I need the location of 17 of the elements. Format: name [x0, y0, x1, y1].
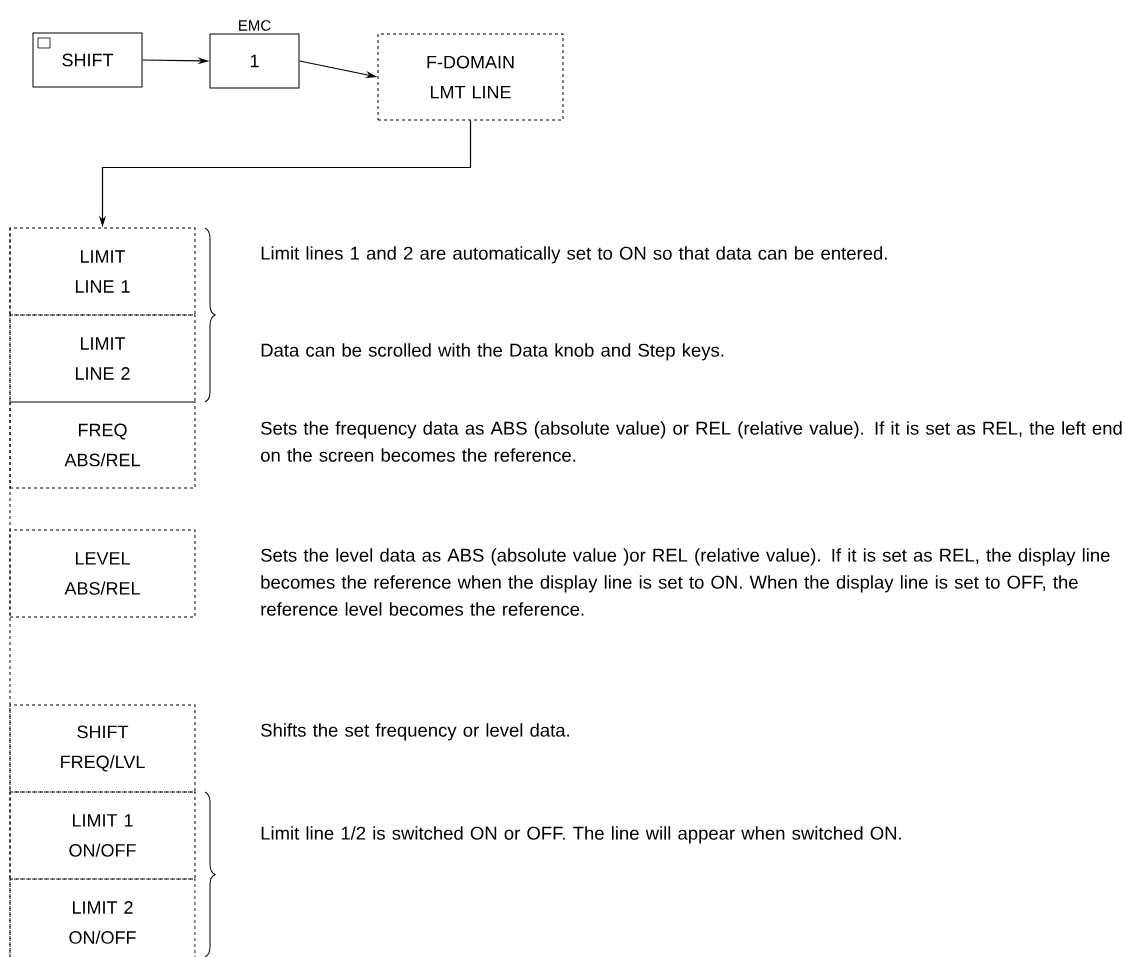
menu-box: F-DOMAIN LMT LINE [377, 33, 564, 121]
menu-box: LIMIT 1 ON/OFF [9, 791, 196, 880]
description-text: Data can be scrolled with the Data knob and Step keys. [261, 343, 724, 361]
description-text: Limit lines 1 and 2 are automatically set to ON so that data can be entered. [261, 246, 887, 264]
description-text: Limit line 1/2 is switched ON or OFF. The line will appear when switched ON. [261, 826, 901, 844]
menu-box: LIMIT LINE 1 [9, 227, 196, 316]
menu-box: FREQ ABS/REL [9, 401, 196, 489]
description-text: Sets the level data as ABS (absolute value )or REL (relative value). If it is set as REL, the display line becomes the reference when the display line is set to ON. When the display line is set to OFF, the reference level becomes the reference. [261, 548, 1110, 616]
description-text: Shifts the set frequency or level data. [261, 723, 569, 741]
key-caption: EMC [239, 20, 271, 31]
description-text: Sets the frequency data as ABS (absolute value) or REL (relative value). If it is set as REL, the left end on the screen becomes the reference. [261, 421, 1122, 462]
key-box: 1 [209, 33, 300, 89]
menu-box: LIMIT 2 ON/OFF [9, 878, 196, 957]
menu-box: LIMIT LINE 2 [9, 314, 196, 403]
menu-box: LEVEL ABS/REL [9, 529, 196, 618]
key-box: SHIFT [32, 32, 143, 88]
menu-box: SHIFT FREQ/LVL [9, 704, 196, 793]
